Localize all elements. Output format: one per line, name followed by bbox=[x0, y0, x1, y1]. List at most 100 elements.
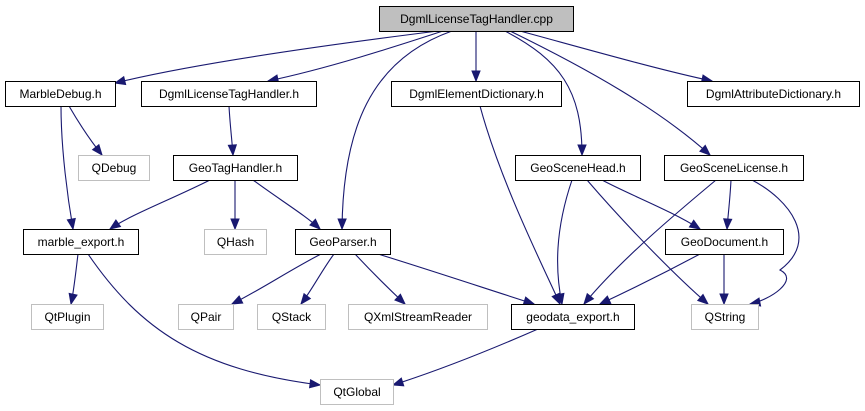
edge-marbledebug-to-qdebug bbox=[68, 105, 103, 157]
node-label: GeoTagHandler.h bbox=[189, 161, 282, 175]
arrowhead-icon bbox=[577, 144, 587, 157]
node-label: DgmlElementDictionary.h bbox=[409, 87, 544, 101]
node-label: GeoSceneLicense.h bbox=[680, 161, 788, 175]
arrowhead-icon bbox=[394, 293, 406, 305]
edge-dgmllicensetaghandler_h-to-geotaghandler bbox=[227, 105, 238, 157]
node-box bbox=[515, 155, 641, 181]
arrowhead-icon bbox=[723, 218, 733, 231]
node-label: QtGlobal bbox=[333, 385, 380, 399]
node-box bbox=[31, 304, 104, 330]
node-box bbox=[348, 304, 488, 330]
arrowhead-icon bbox=[598, 295, 612, 305]
edge-geodocument-to-geodata_export bbox=[598, 253, 701, 305]
node-label: DgmlLicenseTagHandler.h bbox=[159, 87, 299, 101]
arrowhead-icon bbox=[108, 219, 122, 230]
edge-geoscenelicense-to-geodocument bbox=[723, 179, 733, 231]
node-root[interactable]: DgmlLicenseTagHandler.cpp bbox=[379, 6, 574, 32]
node-label: GeoParser.h bbox=[309, 235, 376, 249]
node-geoscenelicense[interactable]: GeoSceneLicense.h bbox=[664, 155, 804, 181]
node-qhash: QHash bbox=[204, 229, 267, 255]
edge-root-to-geoscenehead bbox=[504, 30, 587, 157]
edge-root-to-dgmlelementdictionary bbox=[471, 30, 481, 83]
edge-geotaghandler-to-marble_export bbox=[108, 179, 211, 230]
edge-line bbox=[377, 253, 535, 305]
arrowhead-icon bbox=[337, 218, 347, 231]
node-label: QtPlugin bbox=[44, 310, 90, 324]
edges-layer bbox=[60, 30, 800, 389]
node-qpair: QPair bbox=[178, 304, 234, 330]
node-marble-export[interactable]: marble_export.h bbox=[23, 229, 139, 255]
edge-line bbox=[252, 179, 321, 230]
node-label: GeoSceneHead.h bbox=[530, 161, 625, 175]
node-qtglobal: QtGlobal bbox=[320, 379, 394, 405]
edge-line bbox=[599, 253, 701, 305]
arrowhead-icon bbox=[230, 218, 240, 231]
node-dgmlattributedictionary[interactable]: DgmlAttributeDictionary.h bbox=[687, 81, 860, 107]
node-dgmlelementdictionary[interactable]: DgmlElementDictionary.h bbox=[391, 81, 562, 107]
node-label: GeoDocument.h bbox=[681, 235, 768, 249]
edge-line bbox=[60, 105, 74, 230]
edge-geoparser-to-qstack bbox=[300, 253, 335, 306]
edge-marble_export-to-qtglobal bbox=[87, 253, 322, 389]
node-label: DgmlLicenseTagHandler.cpp bbox=[400, 12, 553, 26]
node-geodata-export[interactable]: geodata_export.h bbox=[511, 304, 635, 330]
node-box bbox=[391, 81, 562, 107]
node-dgmllicensetaghandler-h[interactable]: DgmlLicenseTagHandler.h bbox=[141, 81, 317, 107]
edge-geoscenehead-to-geodata_export bbox=[555, 179, 573, 306]
node-box bbox=[664, 155, 804, 181]
arrowhead-icon bbox=[66, 217, 76, 231]
edge-line bbox=[114, 30, 439, 84]
edge-geodata_export-to-qtglobal bbox=[391, 328, 539, 387]
node-label: QHash bbox=[217, 235, 254, 249]
edge-geoparser-to-geodata_export bbox=[377, 253, 536, 306]
node-box bbox=[295, 229, 391, 255]
edge-line bbox=[509, 30, 711, 156]
node-geodocument[interactable]: GeoDocument.h bbox=[665, 229, 784, 255]
node-qdebug: QDebug bbox=[78, 155, 150, 181]
node-box bbox=[257, 304, 326, 330]
arrowhead-icon bbox=[113, 75, 127, 86]
edge-line bbox=[354, 253, 406, 305]
edge-line bbox=[341, 30, 453, 230]
edge-root-to-geoscenelicense bbox=[509, 30, 712, 156]
edge-geodocument-to-qstring bbox=[719, 253, 729, 306]
arrowhead-icon bbox=[308, 378, 322, 389]
arrowhead-icon bbox=[309, 218, 321, 230]
edge-line bbox=[583, 179, 717, 305]
node-geotaghandler[interactable]: GeoTagHandler.h bbox=[173, 155, 298, 181]
edge-line bbox=[109, 179, 211, 230]
node-label: QString bbox=[705, 310, 746, 324]
edge-geoscenelicense-to-geodata_export bbox=[583, 179, 717, 306]
node-label: QStack bbox=[272, 310, 312, 324]
edge-line bbox=[392, 328, 539, 386]
edge-line bbox=[504, 30, 583, 156]
edge-root-to-marbledebug bbox=[113, 30, 439, 86]
edge-geoscenehead-to-qstring bbox=[586, 179, 710, 305]
edge-line bbox=[519, 30, 713, 82]
node-geoparser[interactable]: GeoParser.h bbox=[295, 229, 391, 255]
node-box bbox=[320, 379, 394, 405]
node-marbledebug[interactable]: MarbleDebug.h bbox=[5, 81, 116, 107]
node-box bbox=[665, 229, 784, 255]
node-box bbox=[379, 6, 574, 32]
arrowhead-icon bbox=[522, 296, 536, 306]
arrowhead-icon bbox=[68, 292, 78, 306]
edge-dgmlelementdictionary-to-geodata_export bbox=[479, 105, 561, 306]
edge-line bbox=[267, 30, 444, 82]
node-label: QXmlStreamReader bbox=[364, 310, 472, 324]
arrowhead-icon bbox=[471, 70, 481, 83]
arrowhead-icon bbox=[227, 144, 238, 157]
node-geoscenehead[interactable]: GeoSceneHead.h bbox=[515, 155, 641, 181]
node-box bbox=[5, 81, 116, 107]
node-box bbox=[691, 304, 759, 330]
arrowhead-icon bbox=[91, 143, 103, 157]
edge-root-to-dgmllicensetaghandler_h bbox=[266, 30, 444, 84]
edge-geotaghandler-to-geoparser bbox=[252, 179, 321, 230]
node-label: marble_export.h bbox=[38, 235, 125, 249]
node-qxmlstreamreader: QXmlStreamReader bbox=[348, 304, 488, 330]
arrowhead-icon bbox=[583, 292, 595, 306]
arrowhead-icon bbox=[555, 292, 565, 306]
edge-line bbox=[601, 179, 701, 230]
node-box bbox=[173, 155, 298, 181]
